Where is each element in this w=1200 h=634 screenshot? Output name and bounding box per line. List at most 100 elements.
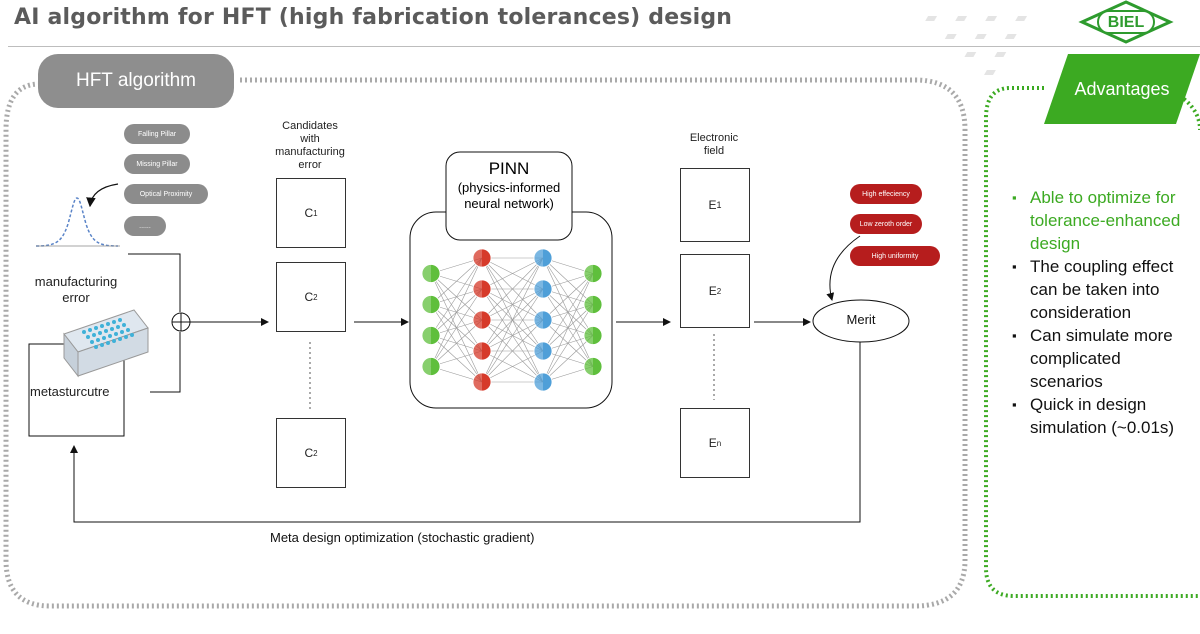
field-subscript: 1 (716, 200, 722, 210)
field-subscript: 2 (716, 286, 722, 296)
candidate-subscript: 2 (313, 292, 318, 302)
field-subscript: n (716, 438, 722, 448)
page-title: AI algorithm for HFT (high fabrication t… (14, 5, 733, 30)
nn-node (583, 264, 603, 283)
nn-node (472, 248, 492, 268)
nn-edge (542, 273, 594, 352)
nn-edge (481, 257, 544, 290)
tag-optical-proximity: Optical Proximity (124, 184, 208, 204)
nn-edge (430, 257, 483, 336)
feedback-loop (70, 342, 861, 523)
nn-node (583, 295, 603, 314)
metastructure-slab (63, 309, 149, 378)
pinn-subtitle-line: neural network) (464, 196, 554, 211)
advantage-item: Can simulate more complicated scenarios (1012, 324, 1192, 393)
candidates-header: Candidates with manufacturing error (262, 120, 358, 172)
nn-edge (542, 273, 594, 321)
electronic-header-line: Electronic (689, 132, 739, 144)
field-symbol: E (708, 436, 717, 450)
candidate-subscript: 1 (313, 208, 318, 218)
candidates-header-line: manufacturing (275, 146, 345, 158)
structure-line (150, 332, 181, 393)
nn-node (421, 357, 441, 376)
advantages-tab-shape (1044, 54, 1200, 124)
tag-more: ...... (124, 216, 166, 236)
nn-edge (430, 257, 483, 367)
tag-missing-pillar: Missing Pillar (124, 154, 190, 174)
nn-node (533, 279, 553, 299)
nn-edge (481, 257, 544, 383)
tag-falling-pillar: Falling Pillar (124, 124, 190, 144)
nn-node (533, 341, 553, 361)
logo-text: BIEL (1108, 14, 1145, 31)
hft-algorithm-label: HFT algorithm (38, 54, 234, 108)
gaussian-curve (35, 197, 119, 247)
tags-to-merit-arrow (826, 235, 861, 301)
candidate-symbol: C (304, 206, 314, 220)
field-symbol: E (708, 198, 717, 212)
nn-edge (481, 257, 544, 321)
nn-node (533, 372, 553, 392)
advantages-frame (984, 86, 1200, 598)
nn-edge (430, 319, 483, 367)
nn-edge (430, 288, 483, 367)
tag-low-zeroth-order: Low zeroth order (850, 214, 922, 234)
nn-node (583, 357, 603, 376)
nn-edge (481, 319, 544, 383)
candidates-header-line: with (300, 133, 320, 145)
tag-high-efficiency: High effeciency (850, 184, 922, 204)
nn-node (583, 326, 603, 345)
hft-frame (3, 77, 968, 609)
tag-high-uniformity: High uniformity (850, 246, 940, 266)
nn-node (421, 264, 441, 283)
nn-node (533, 310, 553, 330)
field-symbol: E (708, 284, 717, 298)
candidate-subscript: 2 (313, 448, 318, 458)
merit-label: Merit (846, 312, 876, 327)
nn-node (472, 372, 492, 392)
metastructure-label: metasturcutre (30, 384, 110, 399)
nn-node (421, 326, 441, 345)
candidate-symbol: C (304, 290, 314, 304)
advantages-list: Able to optimize for tolerance-enhanced … (1012, 186, 1192, 439)
nn-node (533, 248, 553, 268)
candidate-symbol: C (304, 446, 314, 460)
pinn-title-text: PINN (488, 159, 530, 178)
merit-ellipse (812, 299, 910, 343)
decorative-dots (925, 16, 1028, 75)
nn-edge (481, 288, 544, 383)
pinn-subtitle-line: (physics-informed (457, 180, 561, 195)
candidates-header-line: error (298, 159, 322, 171)
optimization-loop-label: Meta design optimization (stochastic gra… (270, 530, 535, 545)
advantage-item: The coupling effect can be taken into co… (1012, 255, 1192, 324)
candidates-header-line: Candidates (282, 120, 338, 132)
advantages-frame-right (1178, 94, 1200, 131)
electronic-field-header: Electronic field (666, 132, 762, 158)
nn-edge (542, 304, 594, 383)
title-divider (8, 46, 1200, 47)
electronic-header-line: field (703, 145, 725, 157)
nn-nodes (421, 248, 603, 392)
pinn-title-box (445, 151, 573, 241)
nn-edge (542, 273, 594, 383)
nn-node (472, 341, 492, 361)
tag-to-gaussian-arrow (86, 183, 119, 208)
advantages-label: Advantages (1074, 78, 1170, 99)
error-line (128, 253, 181, 312)
nn-node (421, 295, 441, 314)
pinn-network-box (409, 211, 613, 409)
nn-edge (430, 257, 483, 305)
pinn-title: PINN (physics-informed neural network) (446, 158, 572, 212)
nn-edge (481, 350, 544, 383)
advantage-item: Able to optimize for tolerance-enhanced … (1012, 186, 1192, 255)
nn-edge (542, 335, 594, 383)
nn-edge (481, 257, 544, 352)
nn-node (472, 310, 492, 330)
